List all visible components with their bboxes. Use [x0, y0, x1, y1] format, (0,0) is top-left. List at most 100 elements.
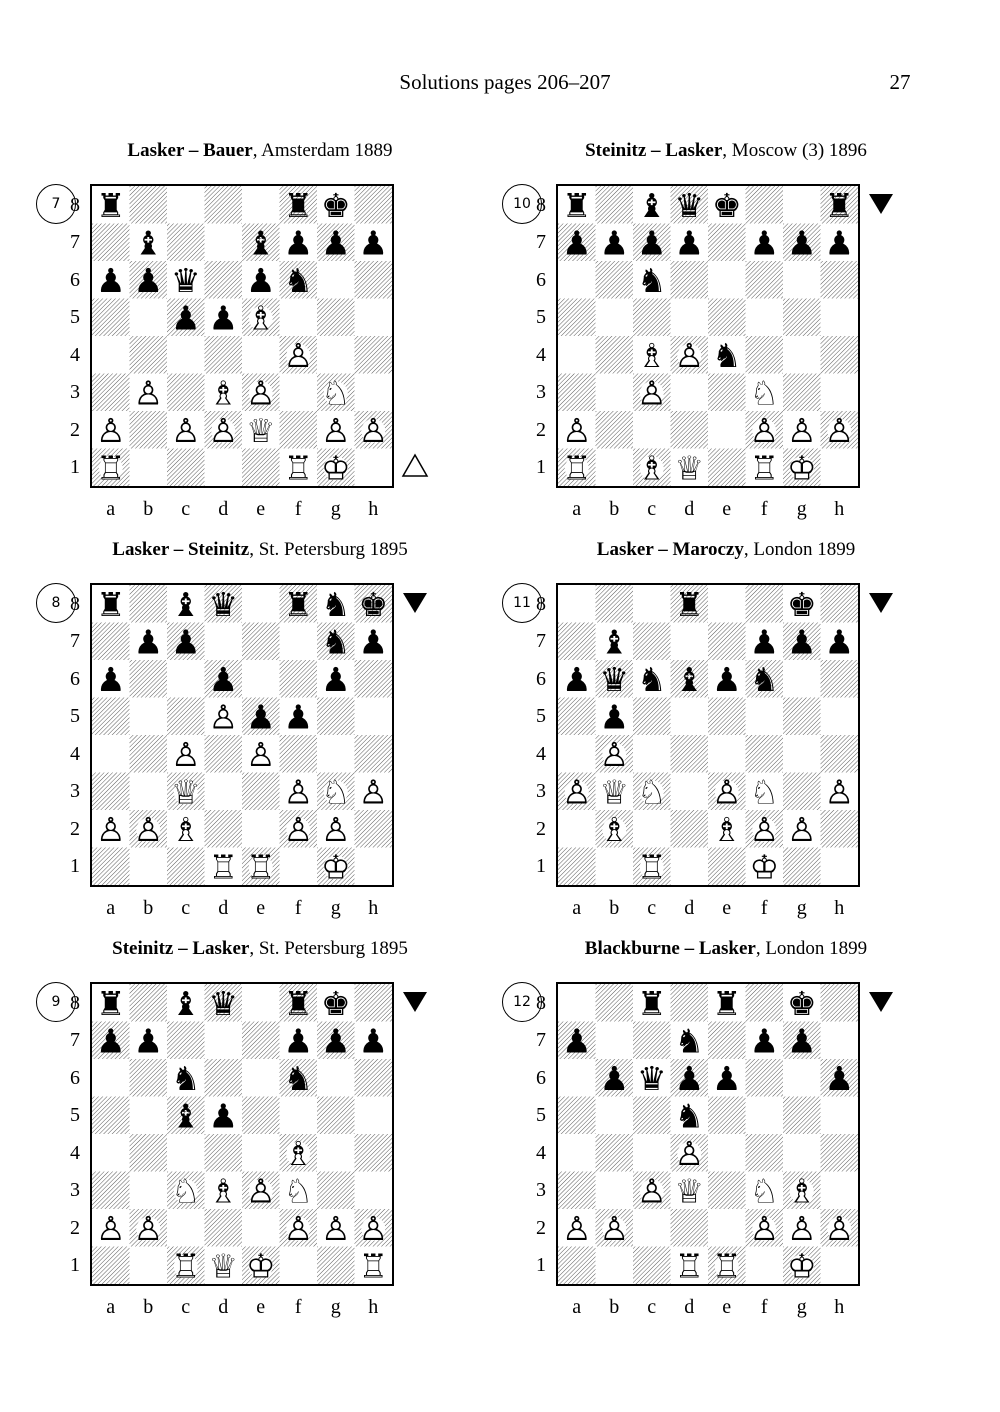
game-location: , St. Petersburg 1895: [249, 938, 408, 959]
white-pawn-icon: ♙: [674, 1134, 704, 1173]
white-pawn-icon: ♙: [283, 772, 313, 811]
file-label: d: [218, 897, 229, 919]
chess-board: ♜♝♛♜♚♟♟♟♟♟♞♞♝♟♗♘♗♙♘♙♙♙♙♙♖♕♔♖: [90, 982, 394, 1286]
light-square: [708, 411, 746, 449]
svg-text:♙: ♙: [96, 411, 126, 450]
light-square: [129, 1171, 167, 1209]
game-caption: Lasker – Bauer, Amsterdam 1889: [50, 140, 470, 162]
light-square: [167, 984, 205, 1022]
light-square: [167, 336, 205, 374]
dark-square: [558, 622, 596, 660]
light-square: [595, 622, 633, 660]
svg-text:♘: ♘: [321, 373, 351, 412]
file-label: c: [181, 498, 191, 520]
dark-square: [204, 1134, 242, 1172]
white-player-name: Lasker: [596, 539, 654, 560]
black-king-icon: ♚: [787, 585, 817, 624]
light-square: [279, 1246, 317, 1284]
dark-square: [317, 622, 355, 660]
white-pawn-icon: ♙: [96, 1209, 126, 1248]
black-knight-icon: ♞: [171, 1059, 201, 1098]
svg-text:♖: ♖: [96, 448, 126, 486]
light-square: [708, 261, 746, 299]
svg-text:♟: ♟: [96, 261, 126, 300]
svg-text:♞: ♞: [321, 585, 351, 624]
rank-label: 8: [70, 193, 80, 216]
side-to-move-marker: [866, 587, 896, 617]
players-dash: –: [184, 140, 204, 161]
white-queen-icon: ♕: [674, 1171, 704, 1210]
light-square: [242, 1059, 280, 1097]
light-square: [204, 772, 242, 810]
dark-square: [820, 261, 858, 299]
svg-text:♜: ♜: [637, 984, 667, 1023]
dark-square: [783, 772, 821, 810]
dark-square: [558, 697, 596, 735]
dark-square: [92, 772, 130, 810]
svg-text:♝: ♝: [171, 585, 201, 624]
black-to-move-icon: [403, 992, 427, 1012]
dark-square: [129, 660, 167, 698]
file-label: f: [294, 897, 302, 919]
dark-square: [354, 735, 392, 773]
black-queen-icon: ♛: [208, 585, 238, 624]
light-square: [242, 186, 280, 224]
white-king-icon: ♔: [749, 847, 779, 885]
white-bishop-icon: ♗: [283, 1134, 313, 1173]
light-square: [595, 223, 633, 261]
svg-text:♙: ♙: [246, 735, 276, 774]
dark-square: [129, 735, 167, 773]
black-pawn-icon: ♟: [749, 622, 779, 661]
svg-text:♘: ♘: [321, 772, 351, 811]
dark-square: [242, 1021, 280, 1059]
svg-text:♝: ♝: [171, 984, 201, 1023]
svg-text:♔: ♔: [321, 448, 351, 486]
light-square: [633, 660, 671, 698]
svg-text:♙: ♙: [283, 336, 313, 375]
light-square: [317, 585, 355, 623]
dark-square: [670, 810, 708, 848]
light-square: [242, 984, 280, 1022]
svg-text:♜: ♜: [283, 984, 313, 1023]
white-rook-icon: ♖: [674, 1246, 704, 1284]
svg-text:♜: ♜: [674, 585, 704, 624]
light-square: [670, 847, 708, 885]
white-rook-icon: ♖: [96, 448, 126, 486]
white-pawn-icon: ♙: [171, 411, 201, 450]
dark-square: [783, 298, 821, 336]
dark-square: [354, 660, 392, 698]
dark-square: [670, 186, 708, 224]
rank-label: 7: [70, 1029, 80, 1052]
black-pawn-icon: ♟: [321, 660, 351, 699]
svg-text:♙: ♙: [246, 373, 276, 412]
light-square: [820, 847, 858, 885]
chess-board: ♜♜♚♟♞♟♟♟♛♟♟♟♞♙♙♕♘♗♙♙♙♙♙♖♖♔: [556, 982, 860, 1286]
svg-text:♜: ♜: [283, 186, 313, 225]
white-rook-icon: ♖: [283, 448, 313, 486]
svg-text:♙: ♙: [749, 411, 779, 450]
rank-label: 2: [536, 418, 546, 441]
light-square: [242, 810, 280, 848]
light-square: [354, 622, 392, 660]
dark-square: [670, 261, 708, 299]
svg-text:♟: ♟: [96, 1021, 126, 1060]
light-square: [633, 1209, 671, 1247]
svg-text:♚: ♚: [787, 984, 817, 1023]
light-square: [242, 660, 280, 698]
svg-text:♟: ♟: [321, 660, 351, 699]
svg-text:♜: ♜: [283, 585, 313, 624]
light-square: [745, 223, 783, 261]
black-pawn-icon: ♟: [133, 261, 163, 300]
light-square: [204, 622, 242, 660]
dark-square: [708, 223, 746, 261]
white-knight-icon: ♘: [749, 772, 779, 811]
svg-text:♖: ♖: [208, 847, 238, 885]
light-square: [354, 298, 392, 336]
dark-square: [783, 847, 821, 885]
light-square: [820, 1096, 858, 1134]
black-pawn-icon: ♟: [246, 697, 276, 736]
svg-text:♙: ♙: [358, 1209, 388, 1248]
